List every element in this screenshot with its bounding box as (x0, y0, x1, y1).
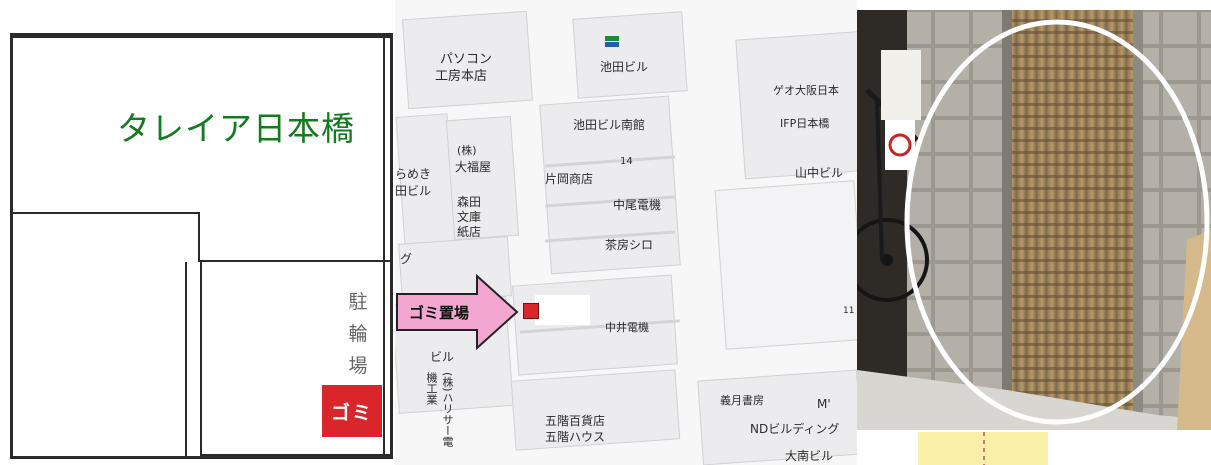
map-label: 山中ビル (795, 166, 844, 180)
parking-char: 場 (348, 355, 368, 377)
map-label: 工房本店 (435, 69, 488, 84)
map-label: ビル (430, 350, 455, 364)
plan-wall (383, 36, 385, 456)
map-label-vertical: (株)ハリサー電機工業 (425, 372, 454, 447)
map-label: 田ビル (395, 184, 432, 198)
map-label: M' (817, 397, 831, 411)
map-label: 池田ビル (600, 60, 649, 74)
map-label: 義月書房 (720, 394, 764, 407)
map-label: パソコン (440, 52, 493, 67)
plan-wall (13, 212, 200, 214)
map-block (572, 11, 688, 99)
trash-area-marker: ゴミ (322, 385, 382, 437)
map-label: 森田 (457, 195, 482, 209)
map-label: 茶房シロ (605, 238, 654, 252)
bicycle-parking-label: 駐 輪 場 (343, 286, 373, 382)
map-label: 大福屋 (455, 160, 492, 174)
street-map: パソコン 工房本店 池田ビル 池田ビル南館 (株) 大福屋 らめき 田ビル 森田… (395, 0, 857, 465)
parking-char: 駐 (348, 291, 368, 313)
map-label: 五階ハウス (545, 430, 606, 444)
floor-plan: タレイア日本橋 駐 輪 場 ゴミ (10, 33, 393, 459)
map-label: 11 (843, 306, 855, 316)
map-label: NDビルディング (750, 422, 840, 436)
trash-location-marker (523, 303, 539, 319)
plan-wall (200, 454, 390, 456)
map-label: 中井電機 (605, 321, 649, 334)
plan-wall (13, 36, 390, 38)
dashed-line (983, 432, 985, 465)
map-label: らめき (395, 167, 432, 181)
map-label: 池田ビル南館 (573, 118, 646, 132)
plan-wall (198, 212, 200, 262)
map-label: IFP日本橋 (780, 117, 830, 130)
map-lot (535, 295, 590, 325)
map-label: グ (400, 252, 413, 266)
map-label: 片岡商店 (545, 172, 594, 186)
map-block (714, 180, 857, 350)
map-label: 文庫 (457, 210, 482, 224)
map-block (697, 369, 857, 465)
map-label: (株) (457, 144, 477, 157)
trash-arrow (396, 273, 519, 351)
map-label: 大南ビル (785, 449, 834, 463)
trash-arrow-label: ゴミ置場 (409, 304, 470, 322)
map-label: ゲオ大阪日本 (773, 84, 839, 97)
plan-wall (198, 260, 390, 262)
trash-area-photo (857, 10, 1211, 430)
plan-wall (200, 260, 202, 456)
building-icon (605, 33, 619, 47)
map-label: 中尾電機 (613, 198, 662, 212)
parking-char: 輪 (348, 323, 368, 345)
map-block (735, 30, 857, 180)
building-name: タレイア日本橋 (117, 109, 355, 148)
map-label: 14 (620, 156, 633, 167)
map-label: 紙店 (457, 225, 482, 239)
plan-wall (185, 262, 187, 456)
map-label: 五階百貨店 (545, 414, 606, 428)
